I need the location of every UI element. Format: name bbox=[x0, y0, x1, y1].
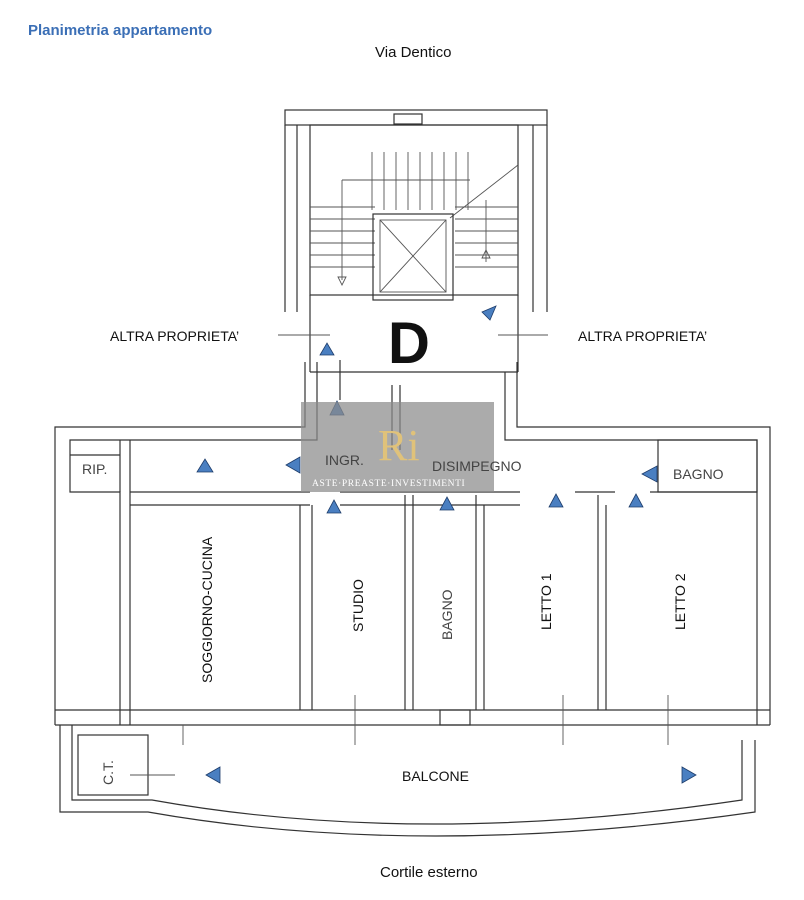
arrow-letto2 bbox=[628, 493, 644, 508]
arrow-living bbox=[196, 458, 214, 473]
label-storage: RIP. bbox=[82, 461, 107, 477]
label-hallway: DISIMPEGNO bbox=[432, 458, 522, 474]
door-arrows bbox=[196, 305, 697, 784]
arrow-study bbox=[326, 499, 342, 514]
landing bbox=[278, 295, 548, 373]
street-bottom-label: Cortile esterno bbox=[380, 864, 478, 881]
watermark: Ri ASTE·PREASTE·INVESTIMENTI bbox=[301, 402, 494, 492]
label-building-letter: D bbox=[388, 311, 430, 376]
label-study: STUDIO bbox=[350, 579, 366, 632]
arrow-landing-right bbox=[481, 305, 497, 321]
arrow-balcony-left bbox=[205, 766, 221, 784]
arrow-landing-left bbox=[319, 342, 335, 356]
watermark-brand: ASTE·PREASTE·INVESTIMENTI bbox=[312, 479, 465, 489]
label-bedroom1: LETTO 1 bbox=[538, 573, 554, 630]
label-bedroom2: LETTO 2 bbox=[672, 573, 688, 630]
arrow-bath-right bbox=[641, 465, 658, 483]
stairwell bbox=[284, 109, 548, 312]
label-boiler: C.T. bbox=[100, 760, 116, 785]
street-top-label: Via Dentico bbox=[375, 44, 452, 61]
label-balcony: BALCONE bbox=[402, 768, 469, 784]
page-title: Planimetria appartamento bbox=[28, 22, 213, 39]
arrow-balcony-right bbox=[681, 766, 697, 784]
label-entrance: INGR. bbox=[325, 452, 364, 468]
arrow-letto1 bbox=[548, 493, 564, 508]
arrow-ingr-left bbox=[285, 456, 301, 474]
watermark-logo: Ri bbox=[378, 421, 420, 470]
label-bath-right: BAGNO bbox=[673, 466, 724, 482]
label-left-neighbor: ALTRA PROPRIETA’ bbox=[110, 328, 239, 344]
balcony bbox=[59, 695, 756, 837]
label-living: SOGGIORNO-CUCINA bbox=[199, 536, 215, 683]
label-right-neighbor: ALTRA PROPRIETA’ bbox=[578, 328, 707, 344]
arrow-bath-center bbox=[439, 496, 455, 511]
label-bath-center: BAGNO bbox=[439, 589, 455, 640]
